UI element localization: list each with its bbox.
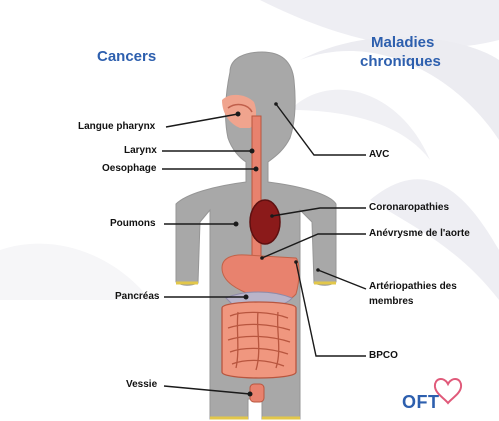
label-oesophage: Oesophage	[102, 163, 156, 175]
label-pancreas: Pancréas	[115, 291, 159, 303]
label-arteriopathies-line2: membres	[369, 296, 413, 308]
oesophagus-organ	[252, 116, 261, 268]
oft-logo: OFT	[402, 392, 440, 413]
label-anevrysme: Anévrysme de l'aorte	[369, 228, 470, 240]
label-arteriopathies-line1: Artériopathies des	[369, 281, 457, 293]
cancers-header: Cancers	[97, 47, 156, 66]
label-poumons: Poumons	[110, 218, 156, 230]
heart-organ	[250, 200, 280, 244]
label-vessie: Vessie	[126, 379, 157, 391]
maladies-header-line1: Maladies	[371, 33, 434, 52]
label-langue-pharynx: Langue pharynx	[78, 121, 155, 133]
label-avc: AVC	[369, 149, 389, 161]
label-larynx: Larynx	[124, 145, 157, 157]
maladies-header-line2: chroniques	[360, 52, 441, 71]
label-coronaropathies: Coronaropathies	[369, 202, 449, 214]
label-bpco: BPCO	[369, 350, 398, 362]
intestines-organ	[222, 302, 296, 378]
